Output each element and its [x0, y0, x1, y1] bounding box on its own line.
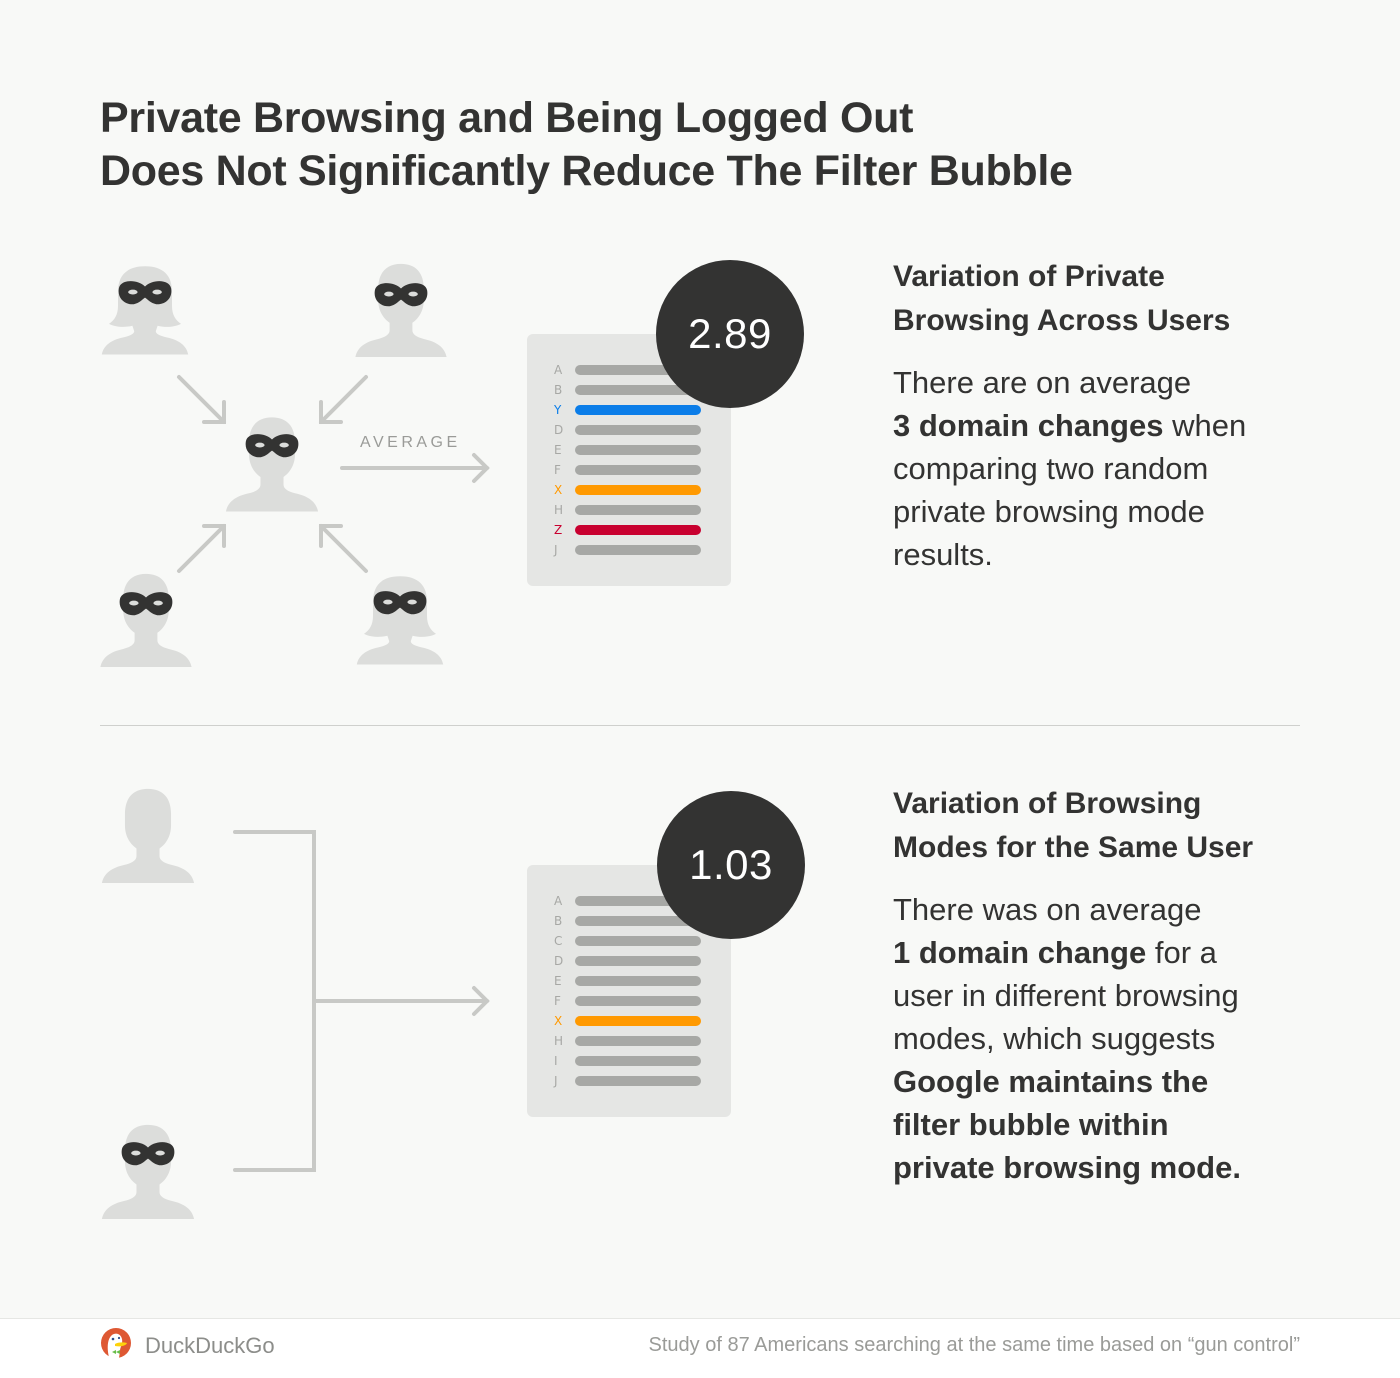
title-line-2: Does Not Significantly Reduce The Filter… [100, 147, 1073, 195]
result-row: X [527, 480, 731, 500]
average-label: AVERAGE [360, 434, 461, 451]
result-row: D [527, 420, 731, 440]
result-row: C [527, 931, 731, 951]
result-row: Y [527, 400, 731, 420]
footer: DuckDuckGo Study of 87 Americans searchi… [0, 1318, 1400, 1378]
result-letter: Y [554, 403, 562, 417]
result-letter: X [554, 483, 563, 497]
result-letter: E [554, 974, 562, 988]
result-row: Z [527, 520, 731, 540]
result-bar [575, 976, 701, 986]
result-row: H [527, 1031, 731, 1051]
result-row: F [527, 991, 731, 1011]
result-row: E [527, 440, 731, 460]
result-row: I [527, 1051, 731, 1071]
result-row: J [527, 1071, 731, 1091]
result-letter: F [554, 994, 561, 1008]
result-letter: D [554, 954, 564, 968]
result-letter: B [554, 914, 563, 928]
result-letter: C [554, 934, 563, 948]
result-letter: F [554, 463, 561, 477]
result-bar [575, 1016, 701, 1026]
result-letter: J [554, 1074, 558, 1088]
result-bar [575, 1056, 701, 1066]
result-row: B [527, 911, 731, 931]
result-row: D [527, 951, 731, 971]
section2-body: There was on average 1 domain change for… [893, 892, 1241, 1185]
result-row: A [527, 891, 731, 911]
average-arrow-icon [340, 453, 490, 483]
result-bar [575, 1076, 701, 1086]
result-letter: E [554, 443, 562, 457]
result-bar [575, 505, 701, 515]
result-bar [575, 425, 701, 435]
result-letter: B [554, 383, 563, 397]
section1-body: There are on average 3 domain changes wh… [893, 365, 1247, 572]
result-bar [575, 936, 701, 946]
result-letter: J [554, 543, 558, 557]
result-bar [575, 545, 701, 555]
section1-heading: Variation of Private Browsing Across Use… [893, 260, 1231, 337]
result-letter: Z [554, 523, 563, 537]
result-bar [575, 465, 701, 475]
result-row: X [527, 1011, 731, 1031]
result-row: H [527, 500, 731, 520]
result-letter: D [554, 423, 564, 437]
result-letter: I [554, 1054, 558, 1068]
result-row: E [527, 971, 731, 991]
section2-heading: Variation of Browsing Modes for the Same… [893, 787, 1254, 864]
title-line-1: Private Browsing and Being Logged Out [100, 94, 914, 142]
duckduckgo-logo-icon[interactable] [100, 1327, 132, 1359]
highlight-text: 1 domain change [893, 935, 1147, 970]
result-bar [575, 365, 701, 375]
result-bar [575, 996, 701, 1006]
result-bar [575, 896, 701, 906]
result-letter: A [554, 363, 563, 377]
result-bar [575, 385, 701, 395]
bracket-arrow-icon [233, 830, 490, 1172]
brand-name[interactable]: DuckDuckGo [145, 1333, 275, 1358]
arrows-to-center-icon [177, 375, 490, 573]
result-letter: H [554, 503, 564, 517]
result-bar [575, 1036, 701, 1046]
result-bar [575, 405, 701, 415]
result-row: B [527, 380, 731, 400]
result-bar [575, 525, 701, 535]
score-circle-2: 1.03 [657, 791, 805, 939]
result-bar [575, 916, 701, 926]
highlight-text: 3 domain changes [893, 408, 1164, 443]
result-row: A [527, 360, 731, 380]
study-note: Study of 87 Americans searching at the s… [648, 1334, 1300, 1356]
result-bar [575, 445, 701, 455]
result-row: F [527, 460, 731, 480]
result-bar [575, 485, 701, 495]
result-bar [575, 956, 701, 966]
result-letter: X [554, 1014, 563, 1028]
result-letter: A [554, 894, 563, 908]
page-title: Private Browsing and Being Logged Out Do… [100, 92, 1073, 198]
section-divider [100, 725, 1300, 726]
result-row: J [527, 540, 731, 560]
result-letter: H [554, 1034, 564, 1048]
score-circle-1: 2.89 [656, 260, 804, 408]
